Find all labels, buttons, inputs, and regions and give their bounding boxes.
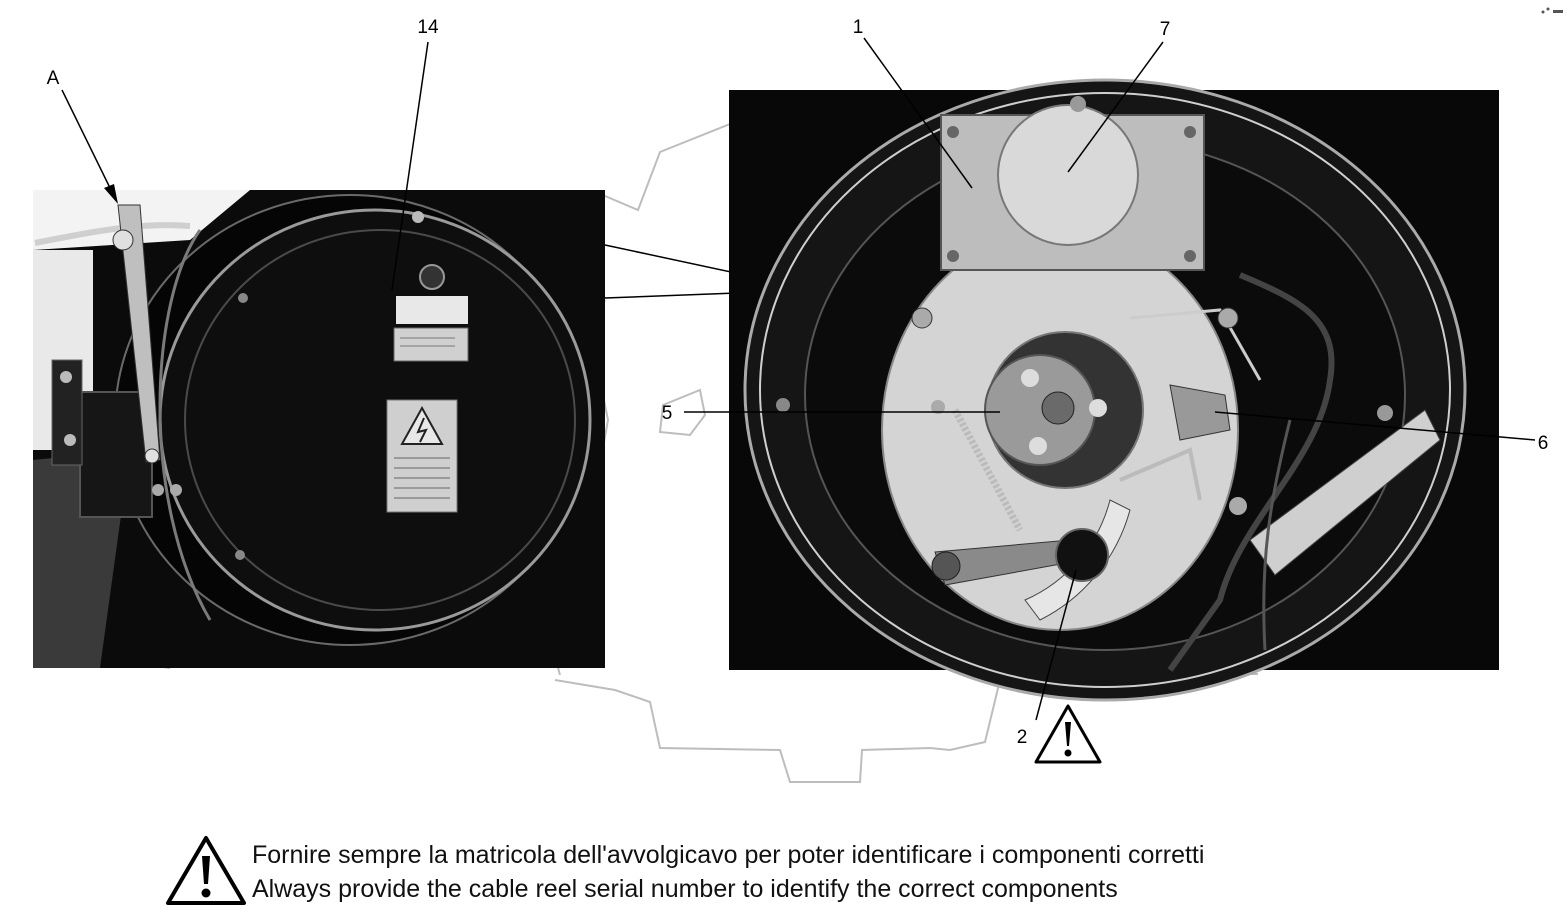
- callout-a: A: [47, 68, 60, 89]
- callout-5: 5: [662, 403, 673, 424]
- corner-mark: [1541, 7, 1563, 14]
- note-italian: Fornire sempre la matricola dell'avvolgi…: [252, 841, 1205, 869]
- warning-triangle-icon: [1034, 704, 1102, 764]
- callout-7: 7: [1160, 19, 1171, 40]
- callout-14: 14: [417, 17, 439, 38]
- callout-6: 6: [1538, 433, 1549, 454]
- right-photo-reel-interior: [729, 78, 1499, 702]
- callout-2: 2: [1017, 727, 1028, 748]
- callout-leaders: [391, 37, 1536, 721]
- callout-arrow-a: [61, 89, 118, 204]
- left-photo-cable-reel: [33, 190, 605, 668]
- warning-triangle-icon: [166, 836, 246, 905]
- callout-1: 1: [853, 17, 864, 38]
- note-english: Always provide the cable reel serial num…: [252, 875, 1118, 903]
